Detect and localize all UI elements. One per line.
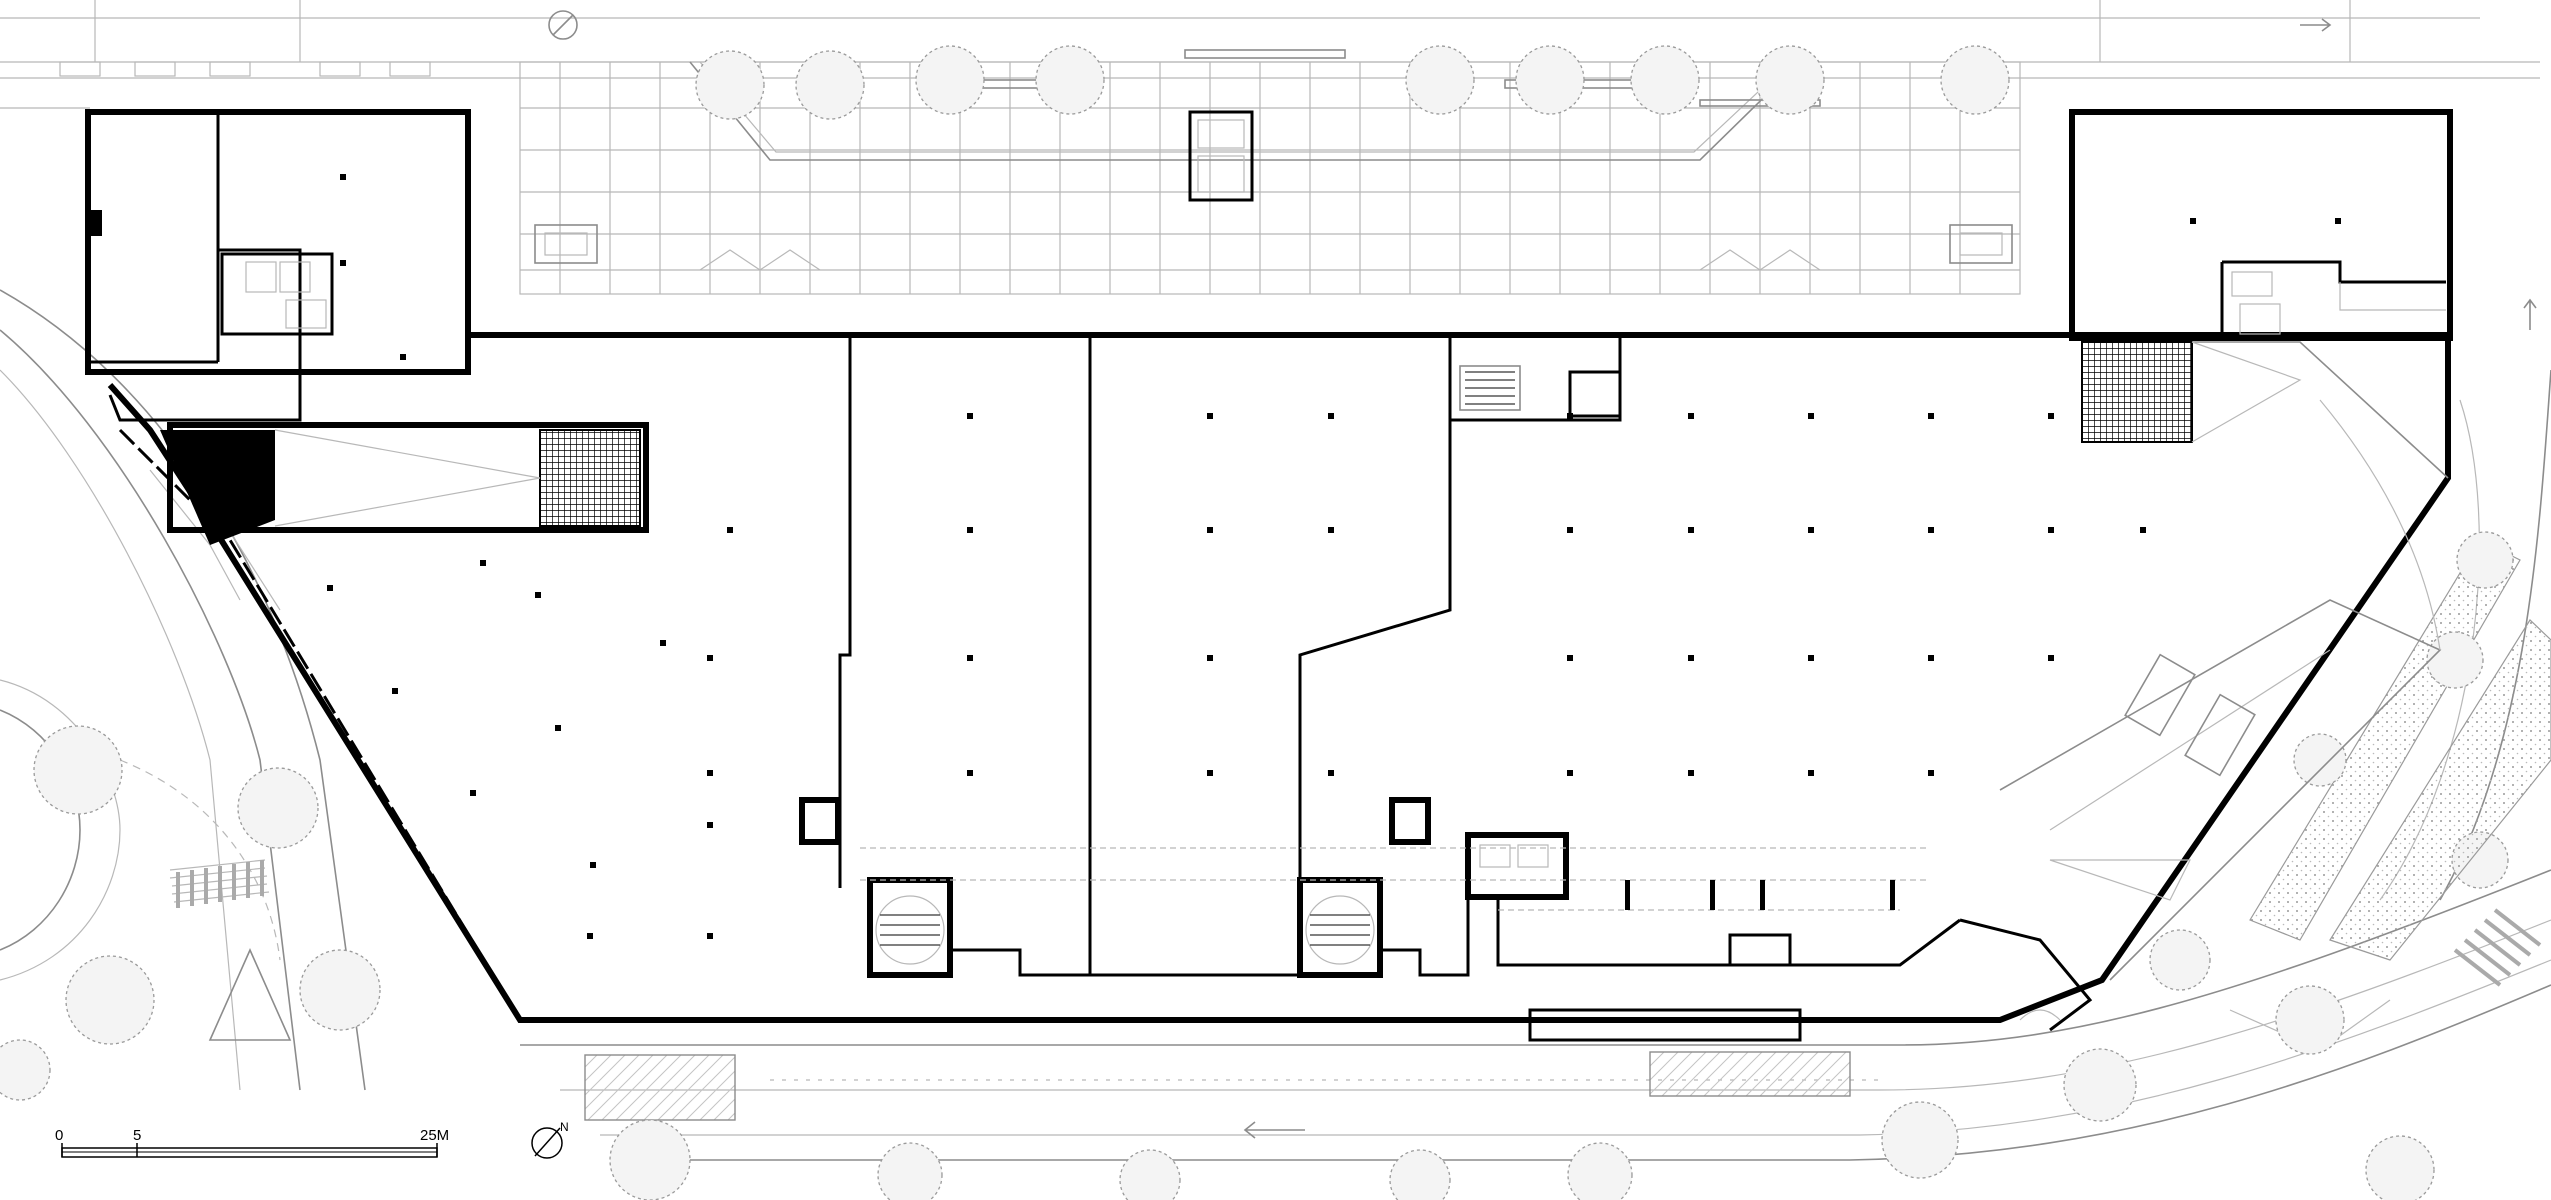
column-grid: [327, 413, 2146, 939]
scale-tick-0: 0: [55, 1127, 63, 1144]
north-arrow-letter: N: [560, 1120, 569, 1134]
north-arrow-icon: N: [531, 1120, 569, 1159]
northeast-tower: [2069, 109, 2453, 479]
west-ramp: [160, 422, 649, 545]
plaza-trees: [695, 45, 2010, 120]
northwest-tower: [85, 109, 471, 422]
east-planting: [2149, 531, 2551, 991]
west-roads: [0, 289, 366, 1091]
scale-tick-25m: 25M: [420, 1127, 449, 1144]
north-plaza: [0, 0, 2540, 330]
southeast-entrance: [1959, 399, 2442, 1032]
tenant-walls: [838, 335, 1622, 975]
stair-cores: [799, 797, 1961, 1042]
west-trees: [0, 725, 381, 1101]
scale-tick-5: 5: [133, 1127, 141, 1144]
south-trees: [609, 831, 2509, 1200]
scale-bar: 0 5 25M: [55, 1127, 449, 1158]
